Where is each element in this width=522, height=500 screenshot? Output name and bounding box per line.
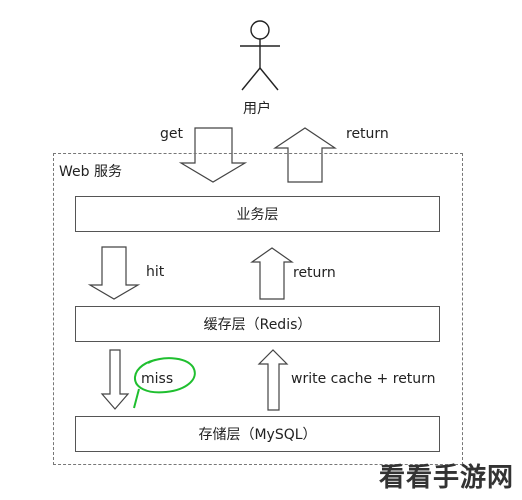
- user-icon: [240, 20, 280, 91]
- cache-layer: 缓存层（Redis）: [75, 306, 440, 342]
- watermark: 看看手游网: [378, 463, 514, 493]
- business-layer-label: 业务层: [236, 207, 279, 223]
- business-layer: 业务层: [75, 196, 440, 232]
- return-mid-label: return: [293, 265, 336, 281]
- miss-arrow: [100, 349, 130, 410]
- storage-layer-label: 存储层（MySQL）: [198, 427, 317, 443]
- write-cache-return-label: write cache + return: [291, 371, 436, 387]
- web-service-boundary: [53, 153, 463, 465]
- hit-label: hit: [146, 264, 165, 280]
- return-top-label: return: [346, 126, 389, 142]
- service-label: Web 服务: [59, 164, 122, 180]
- get-arrow: [178, 127, 248, 183]
- get-label: get: [160, 126, 183, 142]
- return-mid-arrow: [250, 247, 294, 300]
- user-label: 用户: [243, 101, 271, 117]
- storage-layer: 存储层（MySQL）: [75, 416, 440, 452]
- cache-layer-label: 缓存层（Redis）: [203, 317, 312, 333]
- miss-label: miss: [141, 371, 174, 387]
- miss-highlight-circle: [133, 357, 196, 409]
- write-cache-return-arrow: [257, 349, 289, 411]
- hit-arrow: [87, 246, 141, 300]
- return-top-arrow: [273, 127, 337, 183]
